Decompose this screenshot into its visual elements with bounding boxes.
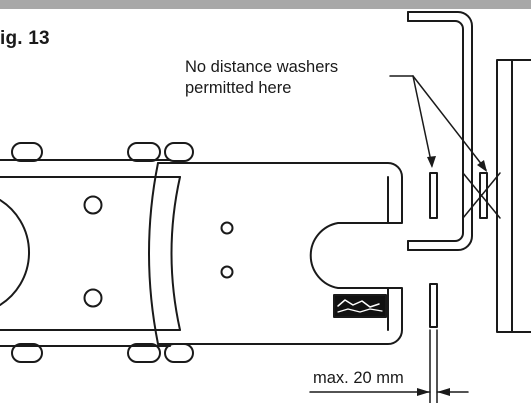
cross-marks <box>462 172 501 219</box>
leader-lines <box>389 75 487 171</box>
chain-rollers <box>11 142 194 363</box>
wall-block <box>496 59 531 333</box>
annotation-line-2: permitted here <box>185 79 292 97</box>
washers <box>429 172 488 328</box>
dimension-lines <box>309 329 469 403</box>
holes <box>83 195 234 308</box>
bracket-plate <box>148 162 403 345</box>
annotation-text: No distance washers permitted here <box>185 57 338 99</box>
header-bar <box>0 0 531 9</box>
dimension-label: max. 20 mm <box>313 369 404 387</box>
left-chain-plate <box>0 159 181 347</box>
leader-arrows <box>427 156 487 172</box>
dimension-arrows <box>417 388 450 396</box>
annotation-line-1: No distance washers <box>185 58 339 76</box>
clamp-bracket <box>407 11 473 251</box>
nameplate <box>333 294 387 318</box>
figure-title: ig. 13 <box>0 28 50 49</box>
